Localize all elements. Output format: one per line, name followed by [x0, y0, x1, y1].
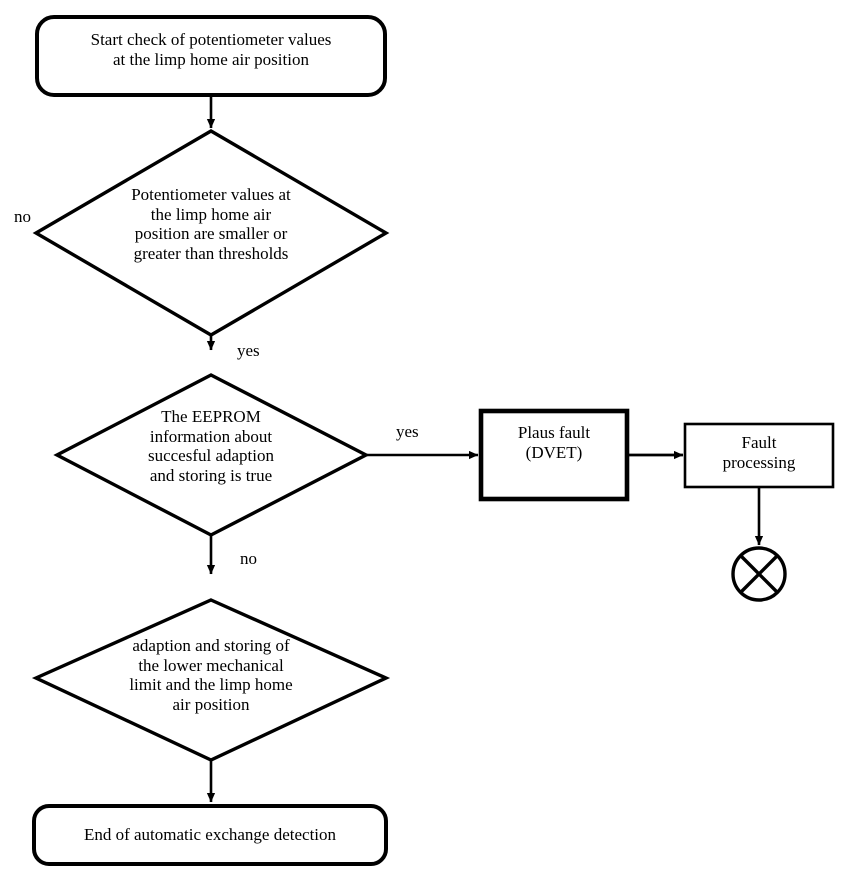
plaus-fault-shape — [478, 408, 630, 502]
decision-adaption-shape — [31, 598, 391, 762]
edge-label-potentiometer-no: no — [14, 207, 31, 226]
fault-processing-shape — [683, 422, 835, 489]
end-node-shape — [32, 804, 388, 866]
decision-potentiometer-shape — [32, 129, 390, 337]
terminator-cross-stroke-2 — [739, 554, 779, 594]
edge-label-eeprom-no: no — [240, 549, 257, 568]
edge-label-eeprom-yes: yes — [396, 422, 419, 441]
decision-eeprom-shape — [53, 373, 370, 537]
start-node-shape — [35, 15, 387, 97]
edge-label-potentiometer-yes: yes — [237, 341, 260, 360]
